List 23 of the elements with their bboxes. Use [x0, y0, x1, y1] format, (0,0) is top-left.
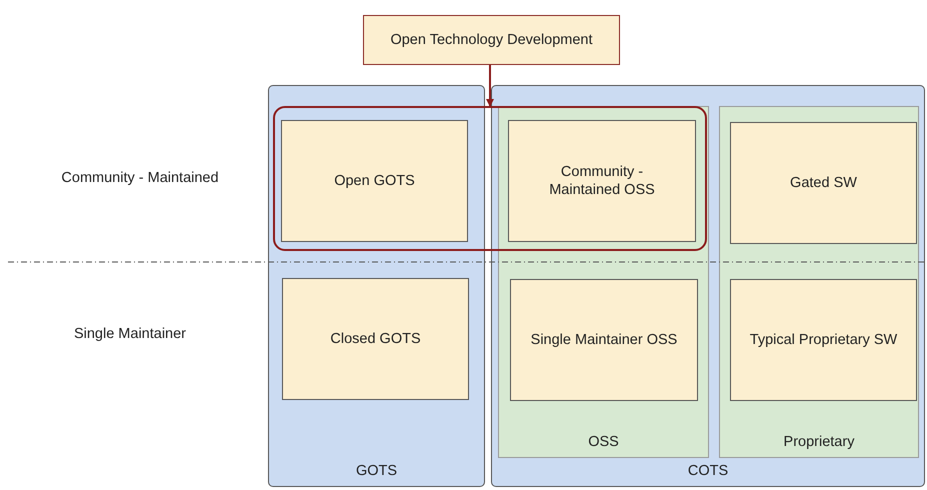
arrow — [486, 65, 494, 107]
row-label: Single Maintainer — [72, 326, 188, 342]
box-label: Single Maintainer OSS — [530, 330, 678, 350]
box-label: Community - Maintained OSS — [548, 162, 656, 200]
highlight-outline — [273, 106, 707, 251]
box-label: GOTS — [356, 462, 398, 480]
subcategory-panel — [719, 106, 919, 458]
category-box — [510, 279, 698, 401]
box-label: Open GOTS — [334, 172, 415, 190]
process-box — [363, 15, 620, 65]
category-box — [281, 120, 468, 242]
box-label: Open Technology Development — [390, 30, 593, 50]
box-label: Typical Proprietary SW — [750, 330, 898, 350]
box-label: Closed GOTS — [330, 330, 421, 348]
category-box — [508, 120, 696, 242]
box-label: OSS — [588, 432, 619, 451]
category-box — [282, 278, 469, 400]
box-label: Gated SW — [790, 174, 857, 192]
box-label: Proprietary — [784, 432, 854, 451]
category-box — [730, 122, 917, 244]
box-label: COTS — [688, 462, 728, 480]
category-box — [730, 279, 917, 401]
row-label: Community - Maintained — [60, 170, 220, 186]
